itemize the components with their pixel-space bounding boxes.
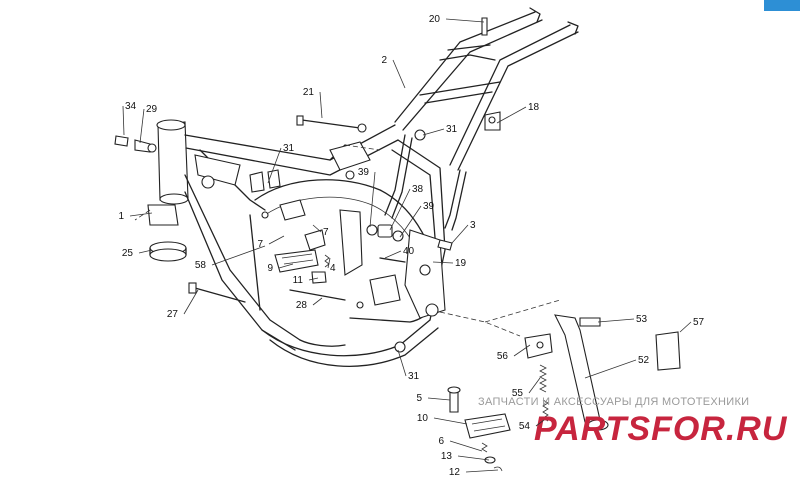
part-number-label: 39 (423, 201, 435, 212)
leader-line (432, 261, 454, 264)
part-number-label: 29 (146, 104, 158, 115)
leader-line (211, 245, 266, 266)
leader-line (528, 377, 541, 394)
leader-line (597, 318, 635, 323)
leader-line (369, 171, 376, 228)
part-number-label: 19 (455, 258, 467, 269)
part-number-label: 25 (122, 248, 134, 259)
part-number-label: 58 (195, 260, 207, 271)
watermark-brand: PARTSFOR.RU (534, 410, 788, 448)
leader-line (496, 106, 527, 124)
part-number-label: 6 (438, 436, 444, 447)
part-number-label: 34 (125, 101, 137, 112)
part-number-label: 10 (417, 413, 429, 424)
leader-line (312, 297, 323, 306)
watermark: ЗАПЧАСТИ И АКСЕССУАРЫ ДЛЯ МОТОТЕХНИКИ PA… (478, 396, 788, 448)
part-number-label: 11 (293, 275, 304, 286)
leader-line (392, 59, 406, 89)
part-number-label: 53 (636, 314, 648, 325)
part-number-label: 18 (528, 102, 540, 113)
part-number-label: 3 (470, 220, 476, 231)
part-number-label: 20 (429, 14, 441, 25)
part-number-label: 57 (693, 317, 705, 328)
part-number-label: 28 (296, 300, 308, 311)
part-number-label: 39 (358, 167, 370, 178)
part-number-label: 2 (381, 55, 387, 66)
leader-line (327, 257, 331, 269)
main-frame (156, 119, 446, 367)
part-number-label: 40 (403, 246, 415, 257)
leader-line (451, 224, 469, 244)
leader-line (278, 263, 294, 269)
part-number-label: 1 (118, 211, 124, 222)
leader-line (433, 417, 468, 425)
part-number-label: 31 (446, 124, 458, 135)
part-number-label: 31 (283, 143, 295, 154)
leader-line (139, 108, 145, 144)
part-number-label: 5 (416, 393, 422, 404)
leader-line (319, 91, 323, 119)
leader-line (457, 455, 490, 461)
leader-line (122, 105, 125, 136)
part-number-label: 12 (449, 467, 461, 478)
part-number-label: 56 (497, 351, 509, 362)
part-number-label: 52 (638, 355, 650, 366)
leader-line (422, 128, 445, 136)
part-number-label: 38 (412, 184, 424, 195)
leader-line (138, 249, 153, 254)
leader-lines (122, 18, 692, 473)
fasteners-and-components (114, 17, 681, 472)
leader-line (449, 440, 483, 452)
part-number-label: 4 (330, 263, 336, 274)
part-number-label: 54 (519, 421, 531, 432)
part-number-label: 27 (167, 309, 179, 320)
leader-line (389, 188, 411, 231)
leader-line (129, 212, 153, 217)
leader-line (584, 359, 637, 379)
corner-tab[interactable] (764, 0, 800, 11)
part-number-label: 7 (257, 239, 263, 250)
leader-line (308, 277, 319, 281)
part-number-label: 9 (267, 263, 273, 274)
leader-line (465, 469, 499, 473)
rear-subframe (384, 7, 579, 231)
reference-lines (134, 144, 561, 337)
leader-line (445, 18, 485, 23)
leader-line (267, 147, 282, 184)
part-number-label: 21 (303, 87, 315, 98)
leader-line (397, 349, 407, 377)
leader-line (312, 224, 322, 233)
leader-line (384, 250, 402, 259)
leader-line (399, 205, 422, 238)
part-number-label: 13 (441, 451, 453, 462)
leader-line (535, 419, 545, 427)
part-number-label: 55 (512, 388, 524, 399)
watermark-subtitle: ЗАПЧАСТИ И АКСЕССУАРЫ ДЛЯ МОТОТЕХНИКИ (478, 396, 749, 408)
leader-line (268, 235, 285, 245)
leader-line (679, 321, 692, 333)
part-number-label: 31 (408, 371, 420, 382)
leader-line (427, 397, 451, 401)
leader-line (183, 289, 199, 315)
leader-line (513, 344, 531, 357)
part-number-label: 7 (323, 227, 329, 238)
